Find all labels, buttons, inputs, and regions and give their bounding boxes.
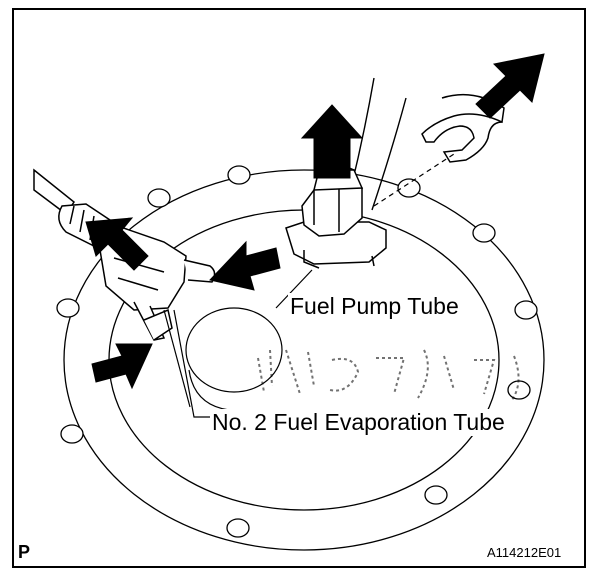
fuel-pump-fitting: [285, 163, 387, 269]
evap-tube-label: No. 2 Fuel Evaporation Tube: [210, 409, 507, 436]
dashed-guide-line: [373, 153, 455, 207]
arrow-left-icon: [209, 240, 281, 291]
inner-boss: [185, 307, 283, 411]
arrow-up-icon: [300, 104, 364, 179]
arrow-right-icon: [91, 343, 153, 390]
retainer-clip: [421, 93, 505, 163]
bolt-holes: [56, 165, 538, 538]
arrow-up-left-icon: [85, 217, 149, 271]
fuel-pump-tube-label: Fuel Pump Tube: [288, 293, 461, 320]
illustration: [33, 53, 545, 551]
flange-marking: [257, 349, 520, 401]
figure-id: A114212E01: [487, 545, 562, 560]
corner-mark: P: [18, 542, 31, 562]
leader-lines: [163, 269, 313, 418]
arrows: [85, 53, 545, 390]
arrow-up-right-icon: [475, 53, 545, 119]
diagram-frame: Fuel Pump Tube No. 2 Fuel Evaporation Tu…: [12, 8, 586, 568]
